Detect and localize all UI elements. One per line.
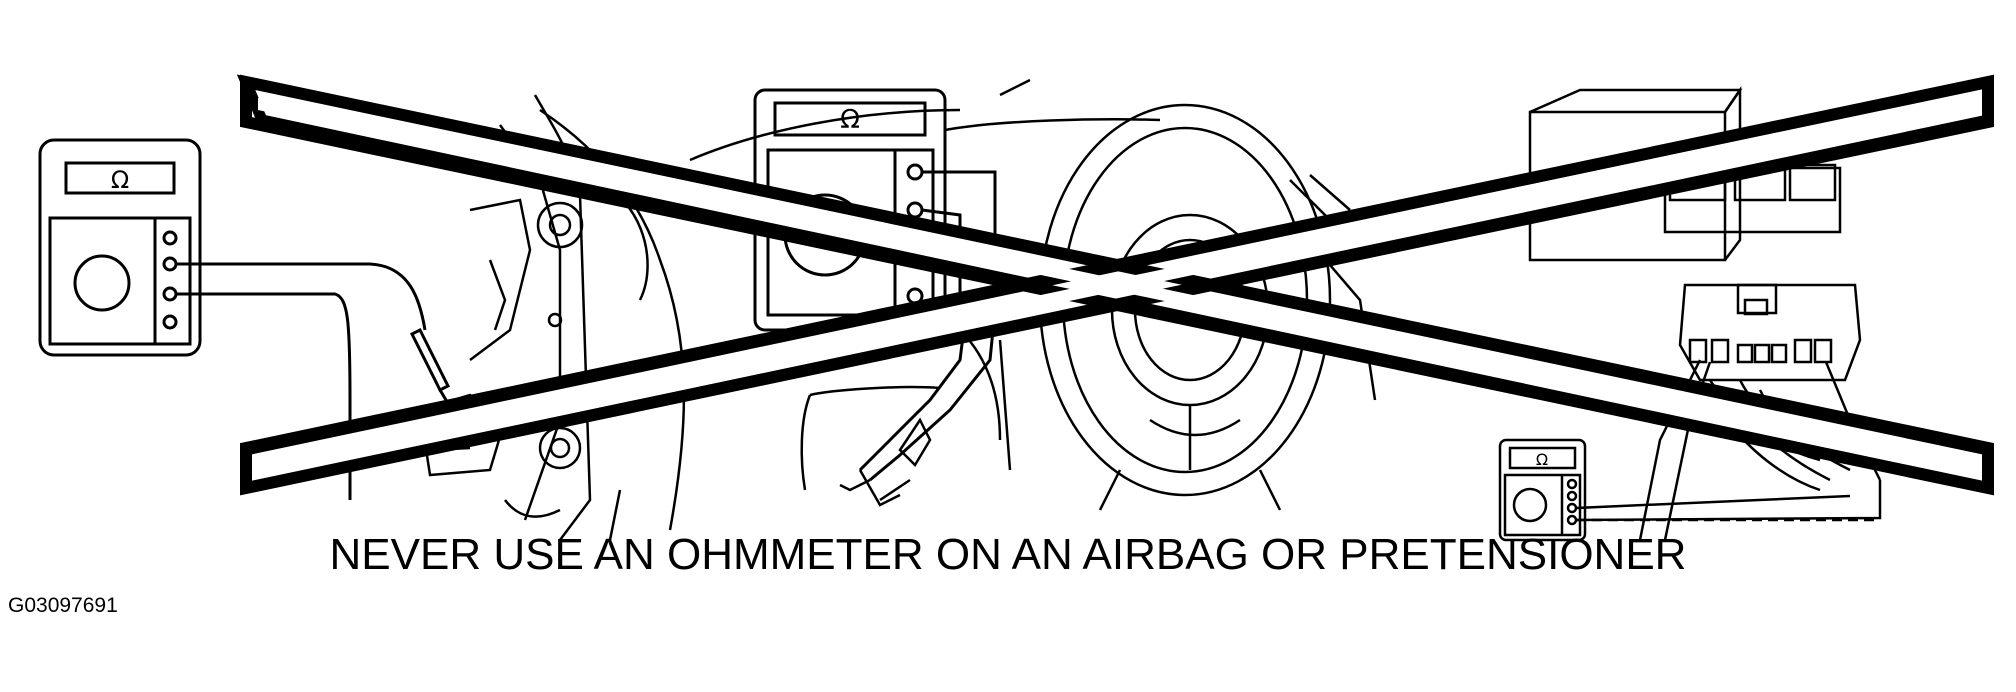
center-ohmmeter bbox=[753, 88, 997, 482]
left-meter-ohm-symbol: Ω bbox=[111, 166, 129, 194]
prohibition-x-strokes bbox=[240, 74, 1994, 496]
right-meter-ohm-symbol: Ω bbox=[1536, 450, 1548, 469]
prohibition-x-inner bbox=[258, 98, 1976, 472]
figure-id: G03097691 bbox=[8, 594, 118, 617]
left-ohmmeter bbox=[38, 138, 460, 500]
warning-caption: NEVER USE AN OHMMETER ON AN AIRBAG OR PR… bbox=[329, 530, 1687, 579]
center-meter-ohm-symbol: Ω bbox=[840, 105, 860, 135]
